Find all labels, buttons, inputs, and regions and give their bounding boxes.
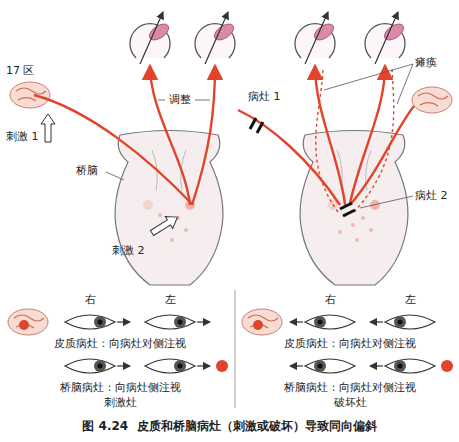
lesion-mark (250, 118, 355, 216)
finding-text: 桥脑病灶：向病灶对侧注视 (284, 381, 416, 394)
eye (370, 315, 435, 329)
finding-text: 桥脑病灶：向病灶侧注视 (60, 381, 181, 394)
eyeball (195, 12, 236, 64)
lesion-dot (253, 320, 263, 330)
lesion-label: 病灶 1 (248, 90, 281, 103)
eye (290, 315, 355, 329)
cortex-area (412, 87, 452, 113)
side-label: 左 (405, 293, 416, 306)
paralysed-pathway (316, 68, 394, 212)
eye (65, 359, 130, 373)
eye (370, 359, 435, 373)
separator (235, 290, 236, 408)
eyeball (130, 12, 171, 64)
finding-text: 皮质病灶：向病灶对侧注视 (54, 337, 186, 350)
leader-line (158, 100, 165, 101)
pathway-label: 瘫痪 (415, 56, 437, 69)
cortex-area (10, 82, 50, 108)
lesion-dot (19, 320, 29, 330)
eye (145, 359, 210, 373)
lesion-type: 破坏灶 (334, 396, 367, 409)
structure-label: 桥脑 (76, 164, 98, 177)
eye (65, 315, 130, 329)
side-label: 左 (165, 293, 176, 306)
stimulus-label: 刺激 1 (6, 130, 39, 143)
cortex-icon (242, 309, 282, 335)
area-label: 17 区 (6, 64, 35, 77)
side-label: 右 (85, 293, 96, 306)
leader-line (397, 64, 413, 104)
lesion-dot (216, 360, 228, 372)
leader-line (106, 172, 124, 180)
leader-line (195, 100, 210, 101)
lesion-type: 刺激灶 (104, 396, 137, 409)
eyeball (365, 12, 406, 64)
eye (290, 359, 355, 373)
lesion-dot (441, 360, 453, 372)
pathway (34, 66, 215, 205)
leader-line (360, 196, 413, 208)
side-label: 右 (325, 293, 336, 306)
hollow-arrow (148, 211, 181, 239)
stimulus-label: 刺激 2 (112, 244, 145, 257)
lesion-label: 病灶 2 (415, 189, 448, 202)
brainstem (300, 131, 408, 286)
leader-line (324, 64, 413, 90)
hollow-arrow (41, 114, 55, 142)
eye (145, 315, 210, 329)
finding-text: 皮质病灶：向病灶对侧注视 (284, 337, 416, 350)
eyeball (295, 12, 336, 64)
pathway-label: 调整 (169, 93, 191, 106)
figure-caption: 图 4.24 皮质和桥脑病灶（刺激或破坏）导致同向偏斜 (82, 418, 376, 435)
cortex-icon (8, 309, 48, 335)
pathway (238, 66, 414, 205)
